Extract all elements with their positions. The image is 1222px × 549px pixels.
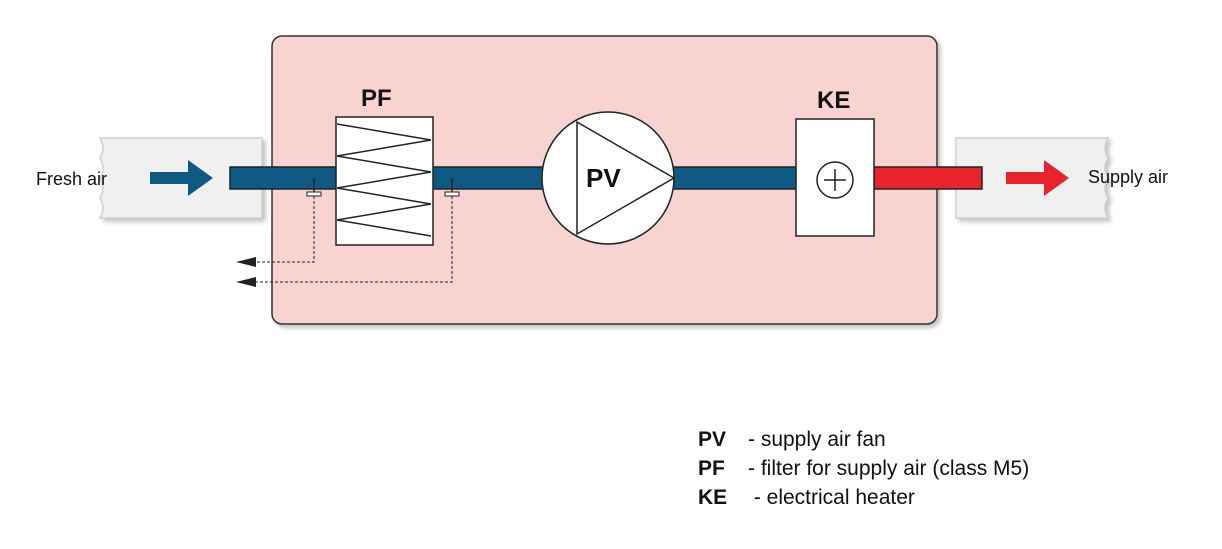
supply-air-label: Supply air [1088,167,1168,187]
legend-text: - supply air fan [748,428,886,451]
pressure-sensor-left [236,178,322,267]
legend-item-pv: PV - supply air fan [698,425,1029,454]
heater-label: KE [817,87,850,114]
fan-pv: PV [541,111,676,245]
legend-code: PF [698,457,725,480]
duct-line-red [873,166,983,190]
filter-pf: PF [335,85,434,246]
duct-line-blue [229,166,801,190]
signal-arrow-icon [236,257,256,267]
fresh-air-label: Fresh air [36,169,107,189]
legend: PV - supply air fan PF - filter for supply… [698,425,1029,512]
legend-text: - electrical heater [748,486,915,509]
legend-code: PV [698,428,727,451]
legend-code: KE [698,486,728,509]
heater-ke: KE [795,87,875,237]
zigzag-filter-icon [336,123,432,237]
filter-label: PF [361,85,392,112]
legend-item-pf: PF - filter for supply air (class M5) [698,454,1029,483]
legend-item-ke: KE - electrical heater [698,483,1029,512]
supply-air-arrow-icon [1006,160,1069,196]
signal-arrow-icon [236,277,256,287]
legend-text: - filter for supply air (class M5) [748,457,1030,480]
fresh-air-arrow-icon [150,160,213,196]
pressure-sensor-right [236,178,460,287]
triangle-in-circle-icon [576,120,676,236]
fan-label: PV [586,163,621,193]
